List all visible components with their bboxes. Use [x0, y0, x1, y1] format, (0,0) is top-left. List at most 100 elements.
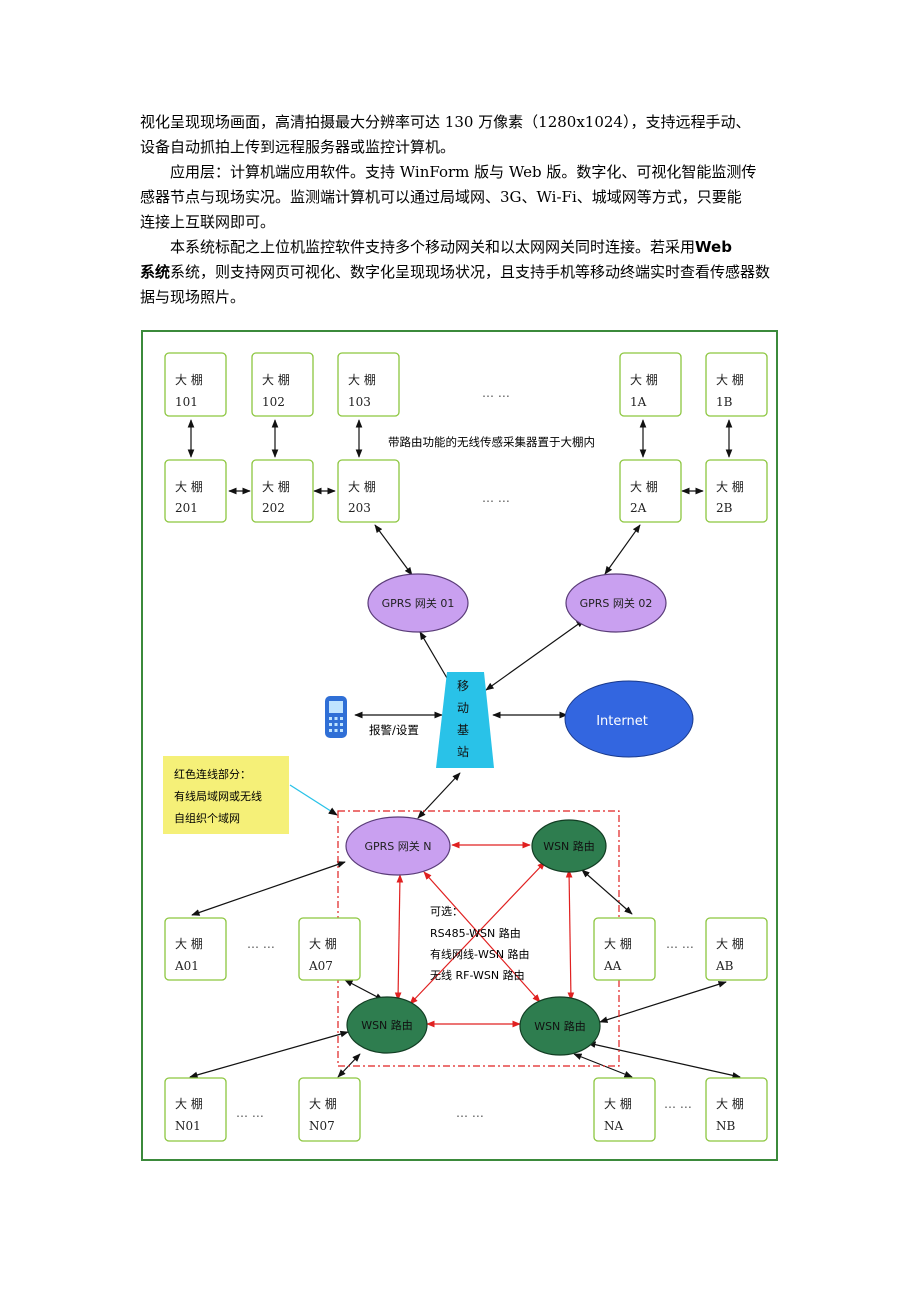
red-link-gatewayn-wsn3 — [394, 874, 404, 1001]
greenhouse-nb: 大 棚 NB — [705, 1077, 768, 1142]
red-link-wsn1-wsn4 — [565, 869, 575, 1001]
mobile-base-station: 移 动 基 站 — [436, 672, 494, 768]
link-gatewayn-a01 — [191, 861, 346, 916]
greenhouse-n01: 大 棚 N01 — [164, 1077, 227, 1142]
svg-text:大 棚: 大 棚 — [175, 1096, 203, 1111]
bold-web: Web — [695, 238, 732, 256]
svg-text:大 棚: 大 棚 — [604, 1096, 632, 1111]
svg-text:NB: NB — [716, 1119, 736, 1133]
svg-text:大 棚: 大 棚 — [309, 1096, 337, 1111]
svg-text:NA: NA — [604, 1119, 624, 1133]
internet-cloud: Internet — [564, 680, 694, 758]
svg-text:N01: N01 — [175, 1119, 201, 1133]
svg-text:2A: 2A — [630, 501, 647, 515]
svg-text:203: 203 — [348, 501, 371, 515]
link-2a-gateway02 — [604, 524, 641, 575]
svg-text:站: 站 — [457, 745, 469, 759]
ellipsis-row3-left: … … — [247, 937, 275, 951]
svg-text:大 棚: 大 棚 — [348, 372, 376, 387]
svg-text:基: 基 — [457, 723, 469, 737]
ellipsis-row3-right: … … — [666, 937, 694, 951]
svg-text:大 棚: 大 棚 — [630, 372, 658, 387]
svg-text:A01: A01 — [174, 959, 199, 973]
svg-text:WSN 路由: WSN 路由 — [361, 1018, 413, 1032]
svg-text:大 棚: 大 棚 — [175, 372, 203, 387]
svg-text:AA: AA — [603, 959, 622, 973]
red-link-wsn1-wsn3 — [409, 861, 546, 1005]
text-line: 设备自动抓拍上传到远程服务器或监控计算机。 — [140, 138, 456, 156]
svg-text:移: 移 — [457, 679, 469, 693]
ellipsis-row4-left: … … — [236, 1106, 264, 1120]
svg-text:N07: N07 — [309, 1119, 335, 1133]
option-rf: 无线 RF-WSN 路由 — [430, 968, 525, 982]
text-line: 本系统标配之上位机监控软件支持多个移动网关和以太网网关同时连接。若采用 — [170, 238, 696, 256]
svg-text:大 棚: 大 棚 — [309, 936, 337, 951]
svg-text:1A: 1A — [630, 395, 647, 409]
wsn-router-3: WSN 路由 — [346, 996, 428, 1054]
paragraph-camera: 视化呈现现场画面，高清拍摄最大分辨率可达 130 万像素（1280x1024），… — [140, 110, 790, 160]
svg-text:AB: AB — [715, 959, 734, 973]
svg-text:有线局域网或无线: 有线局域网或无线 — [174, 789, 262, 803]
link-203-gateway01 — [374, 524, 413, 576]
svg-text:大 棚: 大 棚 — [604, 936, 632, 951]
ellipsis-row4-right: … … — [664, 1097, 692, 1111]
text-line: 应用层：计算机端应用软件。支持 WinForm 版与 Web 版。数字化、可视化… — [170, 163, 757, 181]
greenhouse-aa: 大 棚 AA — [593, 917, 656, 981]
svg-text:Internet: Internet — [596, 714, 648, 729]
option-rs485: RS485-WSN 路由 — [430, 926, 521, 940]
svg-text:大 棚: 大 棚 — [630, 479, 658, 494]
text-line: 感器节点与现场实况。监测端计算机可以通过局域网、3G、Wi-Fi、城域网等方式，… — [140, 188, 742, 206]
svg-text:WSN 路由: WSN 路由 — [543, 839, 595, 853]
text-line: 系统，则支持网页可视化、数字化呈现现场状况，且支持手机等移动终端实时查看传感器数 — [170, 263, 771, 281]
svg-text:1B: 1B — [716, 395, 733, 409]
svg-text:WSN 路由: WSN 路由 — [534, 1019, 586, 1033]
greenhouse-103: 大 棚 103 — [337, 352, 400, 417]
svg-text:大 棚: 大 棚 — [175, 936, 203, 951]
gprs-gateway-n: GPRS 网关 N — [345, 816, 451, 876]
text-line: 连接上互联网即可。 — [140, 213, 276, 231]
greenhouse-na: 大 棚 NA — [593, 1077, 656, 1142]
link-wsn-a07 — [344, 979, 384, 1001]
gprs-gateway-01: GPRS 网关 01 — [367, 573, 469, 633]
router-note: 带路由功能的无线传感采集器置于大棚内 — [388, 435, 595, 449]
bold-system: 系统 — [140, 263, 171, 281]
svg-text:大 棚: 大 棚 — [175, 479, 203, 494]
greenhouse-n07: 大 棚 N07 — [298, 1077, 361, 1142]
paragraph-application-layer: 应用层：计算机端应用软件。支持 WinForm 版与 Web 版。数字化、可视化… — [140, 160, 790, 235]
text-line: 据与现场照片。 — [140, 288, 246, 306]
greenhouse-102: 大 棚 102 — [251, 352, 314, 417]
svg-text:102: 102 — [262, 395, 285, 409]
paragraph-monitor-software: 本系统标配之上位机监控软件支持多个移动网关和以太网网关同时连接。若采用Web 系… — [140, 235, 790, 310]
greenhouse-2b: 大 棚 2B — [705, 459, 768, 523]
svg-text:大 棚: 大 棚 — [262, 372, 290, 387]
svg-text:大 棚: 大 棚 — [716, 479, 744, 494]
ellipsis-row2: … … — [482, 491, 510, 505]
svg-text:红色连线部分：: 红色连线部分： — [174, 767, 251, 781]
ellipsis-row1: … … — [482, 386, 510, 400]
mobile-phone-icon — [325, 696, 347, 738]
greenhouse-201: 大 棚 201 — [164, 459, 227, 523]
svg-text:101: 101 — [175, 395, 198, 409]
link-wsn-ab — [599, 981, 727, 1023]
greenhouse-ab: 大 棚AB — [705, 917, 768, 981]
callout-pointer — [289, 784, 338, 816]
greenhouse-1a: 大 棚 1A — [619, 352, 682, 417]
greenhouse-2a: 大 棚 2A — [619, 459, 682, 523]
svg-text:大 棚: 大 棚 — [716, 372, 744, 387]
svg-text:GPRS 网关 02: GPRS 网关 02 — [580, 596, 653, 610]
greenhouse-1b: 大 棚 1B — [705, 352, 768, 417]
svg-text:103: 103 — [348, 395, 371, 409]
svg-text:2B: 2B — [716, 501, 733, 515]
ellipsis-row4-mid: … … — [456, 1106, 484, 1120]
svg-text:GPRS 网关 N: GPRS 网关 N — [364, 839, 431, 853]
link-wsn-aa — [581, 869, 633, 915]
options-title: 可选： — [430, 905, 463, 918]
svg-text:大 棚: 大 棚 — [716, 1096, 744, 1111]
alarm-label: 报警/设置 — [369, 723, 419, 737]
svg-text:201: 201 — [175, 501, 198, 515]
svg-text:大 棚: 大 棚 — [262, 479, 290, 494]
